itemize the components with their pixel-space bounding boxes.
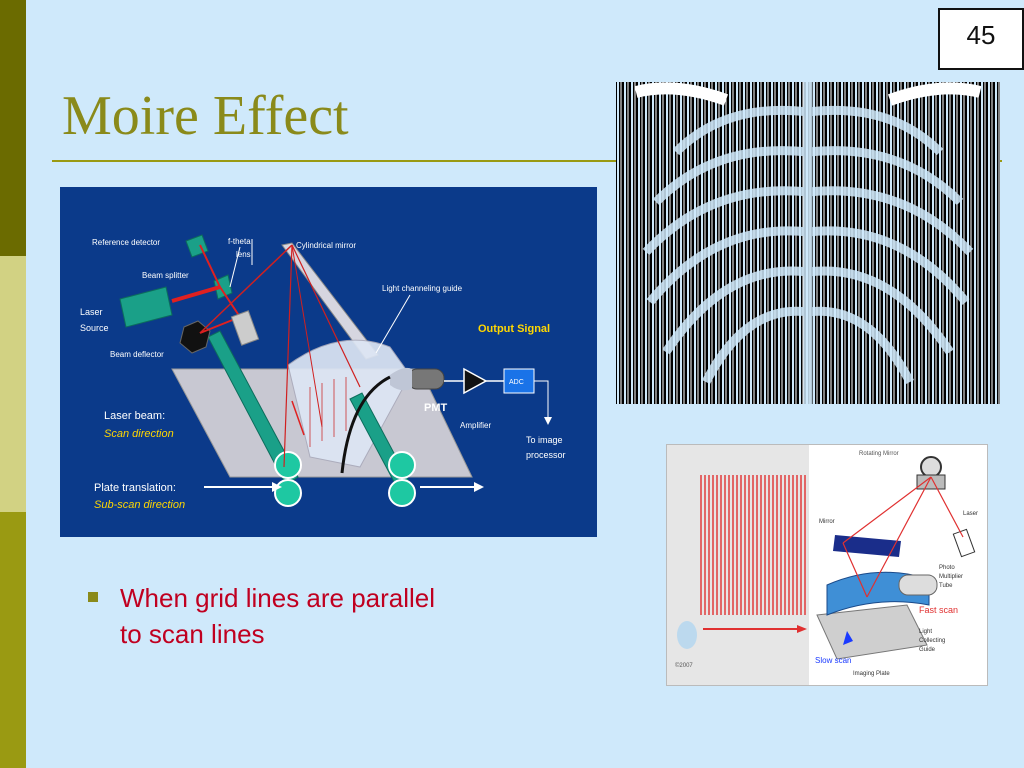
moire-xray-image <box>616 82 1000 404</box>
sidebar-stripe <box>0 0 26 768</box>
amplifier-icon <box>463 367 488 395</box>
bullet-text: When grid lines are parallel to scan lin… <box>120 583 436 649</box>
pmt-cylinder <box>898 574 938 596</box>
bullet-square-icon <box>88 592 98 602</box>
label-pmt-2: Multiplier <box>939 574 963 580</box>
roller-end-3 <box>388 451 416 479</box>
label-f-theta-2: lens <box>236 250 251 259</box>
label-pmt: PMT <box>424 402 448 414</box>
sidebar-block-mid <box>0 512 26 768</box>
laser-source <box>119 286 173 328</box>
label-beam-deflector: Beam deflector <box>110 350 164 359</box>
sidebar-block-light <box>0 256 26 512</box>
light-bulb-icon <box>677 621 697 649</box>
label-fast-scan: Fast scan <box>919 605 958 615</box>
title-divider <box>52 160 1002 162</box>
sidebar-block-dark <box>0 0 26 256</box>
label-lcg-3: Guide <box>919 647 936 653</box>
label-f-theta-1: f-theta <box>228 237 251 246</box>
label-to-image-1: To image <box>526 435 563 445</box>
label-laser: Laser <box>963 511 978 517</box>
label-lcg-2: Collecting <box>919 638 945 644</box>
adc-box <box>503 368 535 394</box>
roller-end-4 <box>388 479 416 507</box>
laser-scanner-schematic: ©2007 Rotating Mirror Laser Mirror Photo… <box>666 444 988 686</box>
cr-reader-diagram: Reference detector f-theta lens Cylindri… <box>60 187 597 537</box>
label-scan-direction: Scan direction <box>104 428 174 440</box>
label-lcg-1: Light <box>919 629 932 635</box>
light-channeling-guide <box>287 339 411 468</box>
roller-end-2 <box>274 479 302 507</box>
label-mirror: Mirror <box>819 519 835 525</box>
scanner-copyright: ©2007 <box>675 662 693 669</box>
label-rotating-mirror: Rotating Mirror <box>859 451 899 457</box>
f-theta-lens <box>230 310 260 346</box>
ribcage-shape <box>642 82 974 404</box>
pmt-tube <box>407 368 445 390</box>
label-pmt-1: Photo <box>939 565 955 571</box>
label-beam-splitter: Beam splitter <box>142 271 189 280</box>
label-adc: ADC <box>509 379 524 386</box>
label-slow-scan: Slow scan <box>815 656 851 665</box>
laser-box <box>952 528 976 558</box>
beam-deflector <box>179 320 211 354</box>
label-laser-2: Source <box>80 323 109 333</box>
label-output-signal: Output Signal <box>478 323 550 335</box>
scan-lines <box>700 475 806 615</box>
rotating-mirror-icon <box>920 456 942 478</box>
slide-number: 45 <box>938 8 1024 70</box>
imaging-plate-tray <box>816 604 928 660</box>
label-to-image-2: processor <box>526 450 566 460</box>
beam-splitter <box>213 274 233 300</box>
label-laser-1: Laser <box>80 307 103 317</box>
label-cylindrical-mirror: Cylindrical mirror <box>296 241 356 250</box>
label-light-channeling: Light channeling guide <box>382 284 463 293</box>
label-plate-translation: Plate translation: <box>94 482 176 494</box>
mirror-bar <box>833 535 901 557</box>
label-subscan-direction: Sub-scan direction <box>94 499 185 511</box>
roller-end-1 <box>274 451 302 479</box>
label-imaging-plate: Imaging Plate <box>853 671 890 677</box>
label-laser-beam: Laser beam: <box>104 410 165 422</box>
label-amplifier: Amplifier <box>460 421 491 430</box>
slide-title: Moire Effect <box>62 85 349 147</box>
roller-left <box>207 330 299 486</box>
label-reference-detector: Reference detector <box>92 238 160 247</box>
label-pmt-3: Tube <box>939 583 953 589</box>
